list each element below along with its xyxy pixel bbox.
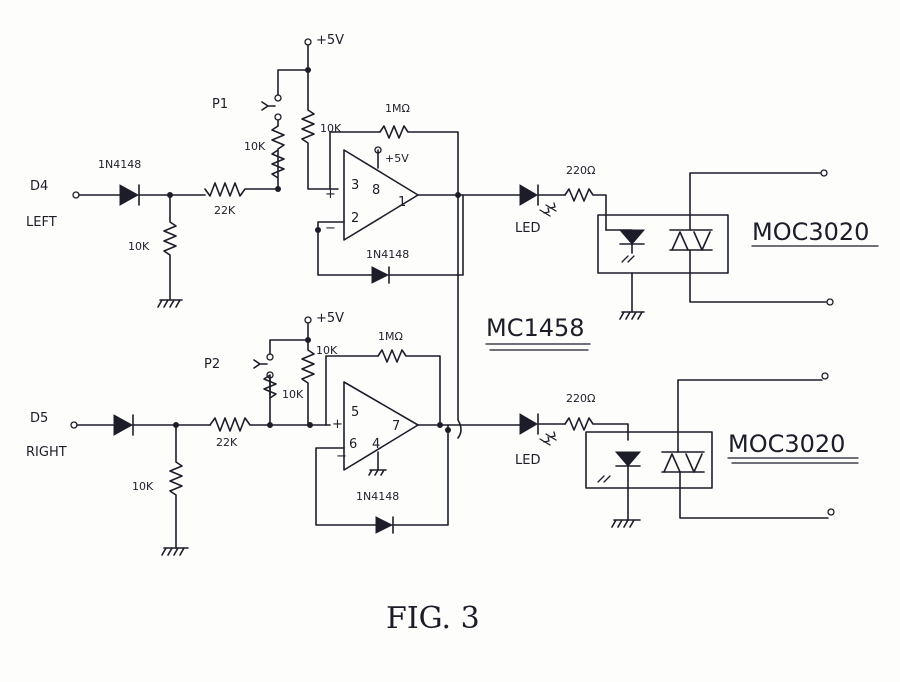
pullup-resistor-2 xyxy=(301,322,315,426)
pot-p1-resistance: 10K xyxy=(244,140,266,153)
pot-p2-resistance: 10K xyxy=(282,388,304,401)
opamp-2-minus: − xyxy=(336,449,347,464)
series-resistor-2 xyxy=(209,417,331,432)
feedback-resistor-1 xyxy=(379,125,459,196)
opamp-1-plus: + xyxy=(325,187,336,202)
supply-label-1: +5V xyxy=(316,33,344,48)
feedback-diode-2 xyxy=(375,424,449,534)
led-resistor-1-label: 220Ω xyxy=(566,164,595,177)
input-diode-1-label: 1N4148 xyxy=(98,158,141,171)
feedback-resistor-2 xyxy=(377,349,441,426)
opto-1 xyxy=(597,169,834,320)
led-resistor-2 xyxy=(564,417,629,441)
pullup-resistor-2-label: 10K xyxy=(316,344,338,357)
opamp-1-pin-out: 1 xyxy=(398,195,406,210)
input-diode-2 xyxy=(113,414,134,436)
input-side-right: RIGHT xyxy=(26,445,67,460)
input-terminal-d4 xyxy=(72,191,80,199)
led-2-label: LED xyxy=(515,453,540,468)
led-1 xyxy=(519,184,557,217)
led-1-label: LED xyxy=(515,221,540,236)
opto-1-label: MOC3020 xyxy=(752,218,869,246)
feedback-resistor-2-label: 1MΩ xyxy=(378,330,403,343)
opamp-1-minus: − xyxy=(325,221,336,236)
opamp-2-pin-out: 7 xyxy=(392,419,400,434)
opamp-2-pin-gnd: 4 xyxy=(372,437,380,452)
series-resistor-1-label: 22K xyxy=(214,204,236,217)
supply-label-2: +5V xyxy=(316,311,344,326)
opamp-2: + − 5 6 4 7 xyxy=(332,381,419,476)
pulldown-resistor-1-label: 10K xyxy=(128,240,150,253)
pulldown-resistor-2 xyxy=(161,424,189,556)
opamp-1-pin-supply: 8 xyxy=(372,183,380,198)
pulldown-resistor-1 xyxy=(157,194,183,308)
pot-p2-label: P2 xyxy=(204,357,220,372)
opamp-1-pin-inv: 2 xyxy=(351,211,359,226)
opto-2 xyxy=(585,372,835,528)
opamp-2-plus: + xyxy=(332,417,343,432)
pullup-resistor-1 xyxy=(301,44,339,190)
pullup-resistor-1-label: 10K xyxy=(320,122,342,135)
figure-caption: FIG. 3 xyxy=(386,601,480,636)
led-resistor-2-label: 220Ω xyxy=(566,392,595,405)
opamp-1: + − 3 2 8 1 +5V xyxy=(325,146,419,241)
pulldown-resistor-2-label: 10K xyxy=(132,480,154,493)
pot-p1 xyxy=(261,69,309,190)
feedback-resistor-1-label: 1MΩ xyxy=(385,102,410,115)
input-diode-1 xyxy=(119,184,140,206)
opamp-1-pin-noninv: 3 xyxy=(351,178,359,193)
input-side-left: LEFT xyxy=(26,215,57,230)
led-resistor-1 xyxy=(564,188,607,216)
opamp-1-supply-label: +5V xyxy=(385,152,409,165)
input-terminal-d5 xyxy=(70,421,78,429)
series-resistor-1 xyxy=(204,182,279,197)
pot-p2 xyxy=(253,339,309,426)
feedback-diode-1 xyxy=(371,194,464,284)
channel-left: D4 LEFT 1N4148 10K 22K xyxy=(26,33,879,320)
pot-p1-label: P1 xyxy=(212,97,228,112)
input-name-d4: D4 xyxy=(30,179,48,194)
input-name-d5: D5 xyxy=(30,411,48,426)
feedback-diode-2-label: 1N4148 xyxy=(356,490,399,503)
opamp-2-pin-noninv: 5 xyxy=(351,405,359,420)
channel-right: D5 RIGHT 10K 22K P2 10K xyxy=(26,194,859,556)
ic-part-label: MC1458 xyxy=(486,314,585,342)
led-2 xyxy=(519,413,557,446)
feedback-diode-1-label: 1N4148 xyxy=(366,248,409,261)
opto-2-label: MOC3020 xyxy=(728,430,845,458)
opamp-2-pin-inv: 6 xyxy=(349,437,357,452)
series-resistor-2-label: 22K xyxy=(216,436,238,449)
